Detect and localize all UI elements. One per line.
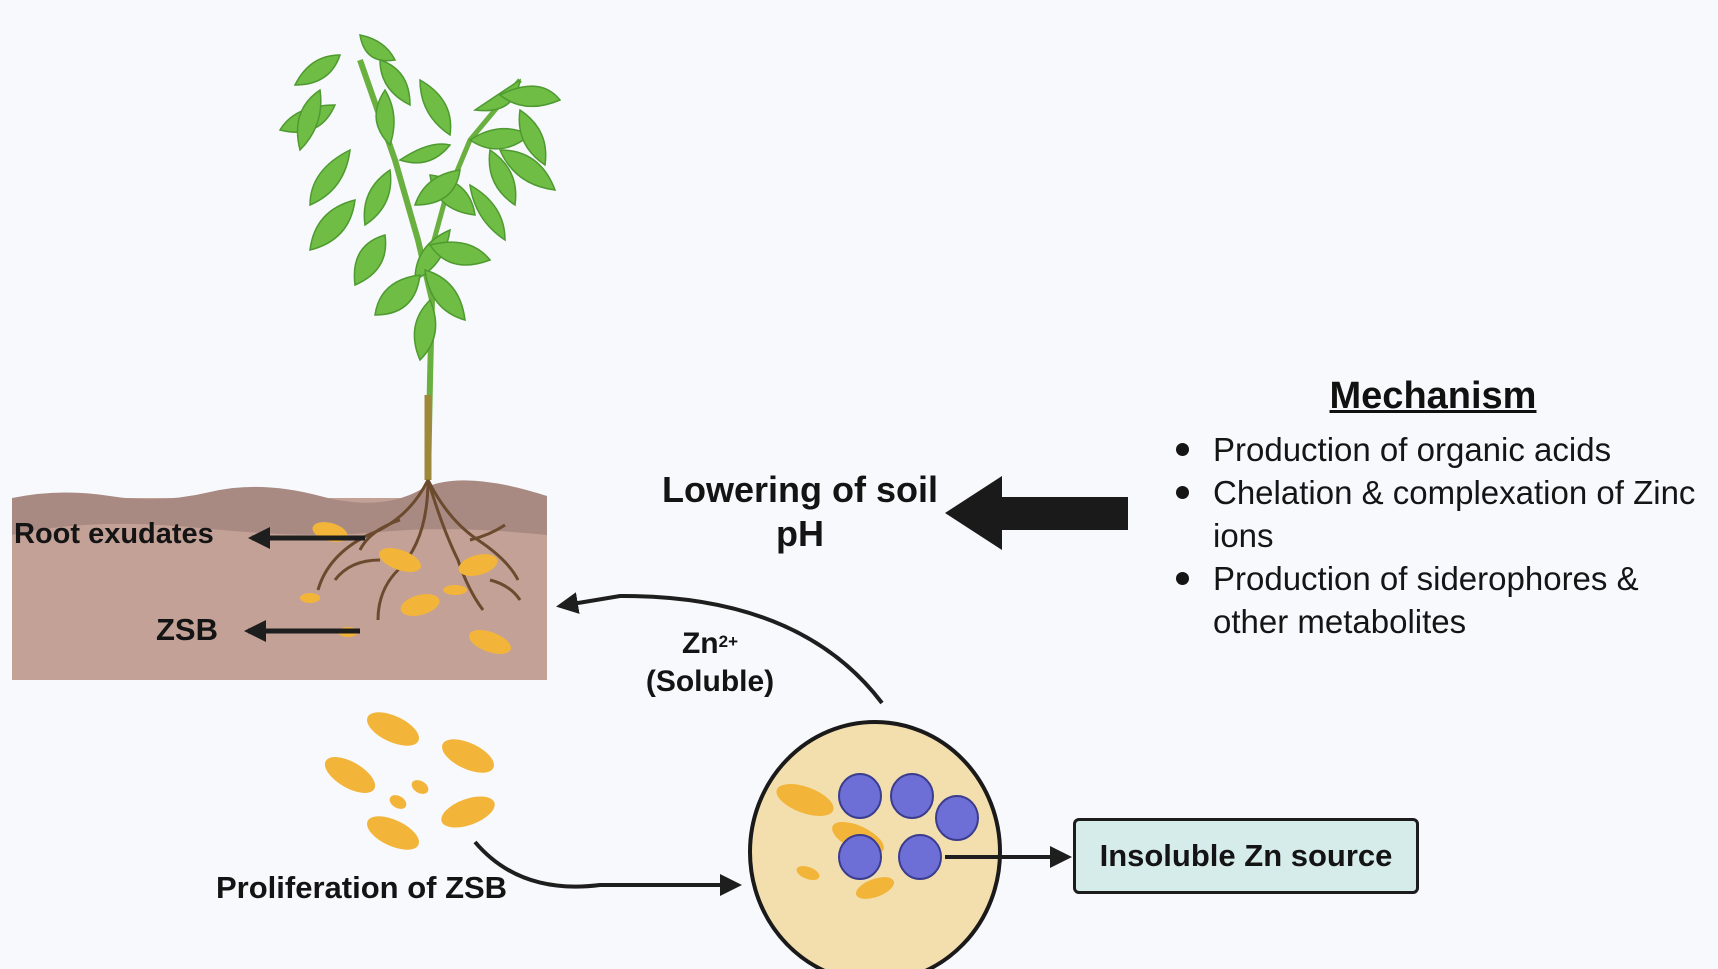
mechanism-list: Production of organic acids Chelation & … bbox=[1168, 428, 1718, 643]
proliferation-label: Proliferation of ZSB bbox=[216, 870, 508, 905]
plant-illustration bbox=[278, 34, 562, 481]
root-exudates-label: Root exudates bbox=[14, 518, 214, 550]
mechanism-item: Production of organic acids bbox=[1168, 428, 1718, 471]
zn-soluble-label: Zn2+ (Soluble) bbox=[625, 625, 795, 701]
zn-ion: Zn bbox=[681, 627, 719, 660]
bullet-icon bbox=[1176, 572, 1189, 585]
roots bbox=[316, 479, 522, 621]
insoluble-zn-source-box: Insoluble Zn source bbox=[1073, 818, 1419, 894]
mechanism-title: Mechanism bbox=[1329, 375, 1537, 417]
zn-charge: 2+ bbox=[718, 632, 739, 651]
zinc-cell bbox=[748, 720, 1002, 969]
mechanism-panel: Mechanism Production of organic acids Ch… bbox=[1168, 375, 1718, 643]
proliferation-arrow bbox=[473, 840, 742, 896]
bullet-icon bbox=[1176, 443, 1189, 456]
zn-state: (Soluble) bbox=[645, 665, 775, 698]
zinc-particles bbox=[838, 773, 979, 880]
lowering-ph-label: Lowering of soil pH bbox=[662, 469, 938, 554]
mechanism-arrow bbox=[945, 476, 1128, 550]
proliferating-bacteria bbox=[324, 712, 495, 850]
mechanism-item: Chelation & complexation of Zinc ions bbox=[1168, 471, 1718, 557]
mechanism-item: Production of siderophores & other metab… bbox=[1168, 557, 1718, 643]
bullet-icon bbox=[1176, 486, 1189, 499]
zn-soluble-arrow bbox=[556, 592, 884, 705]
zsb-label: ZSB bbox=[156, 612, 218, 647]
